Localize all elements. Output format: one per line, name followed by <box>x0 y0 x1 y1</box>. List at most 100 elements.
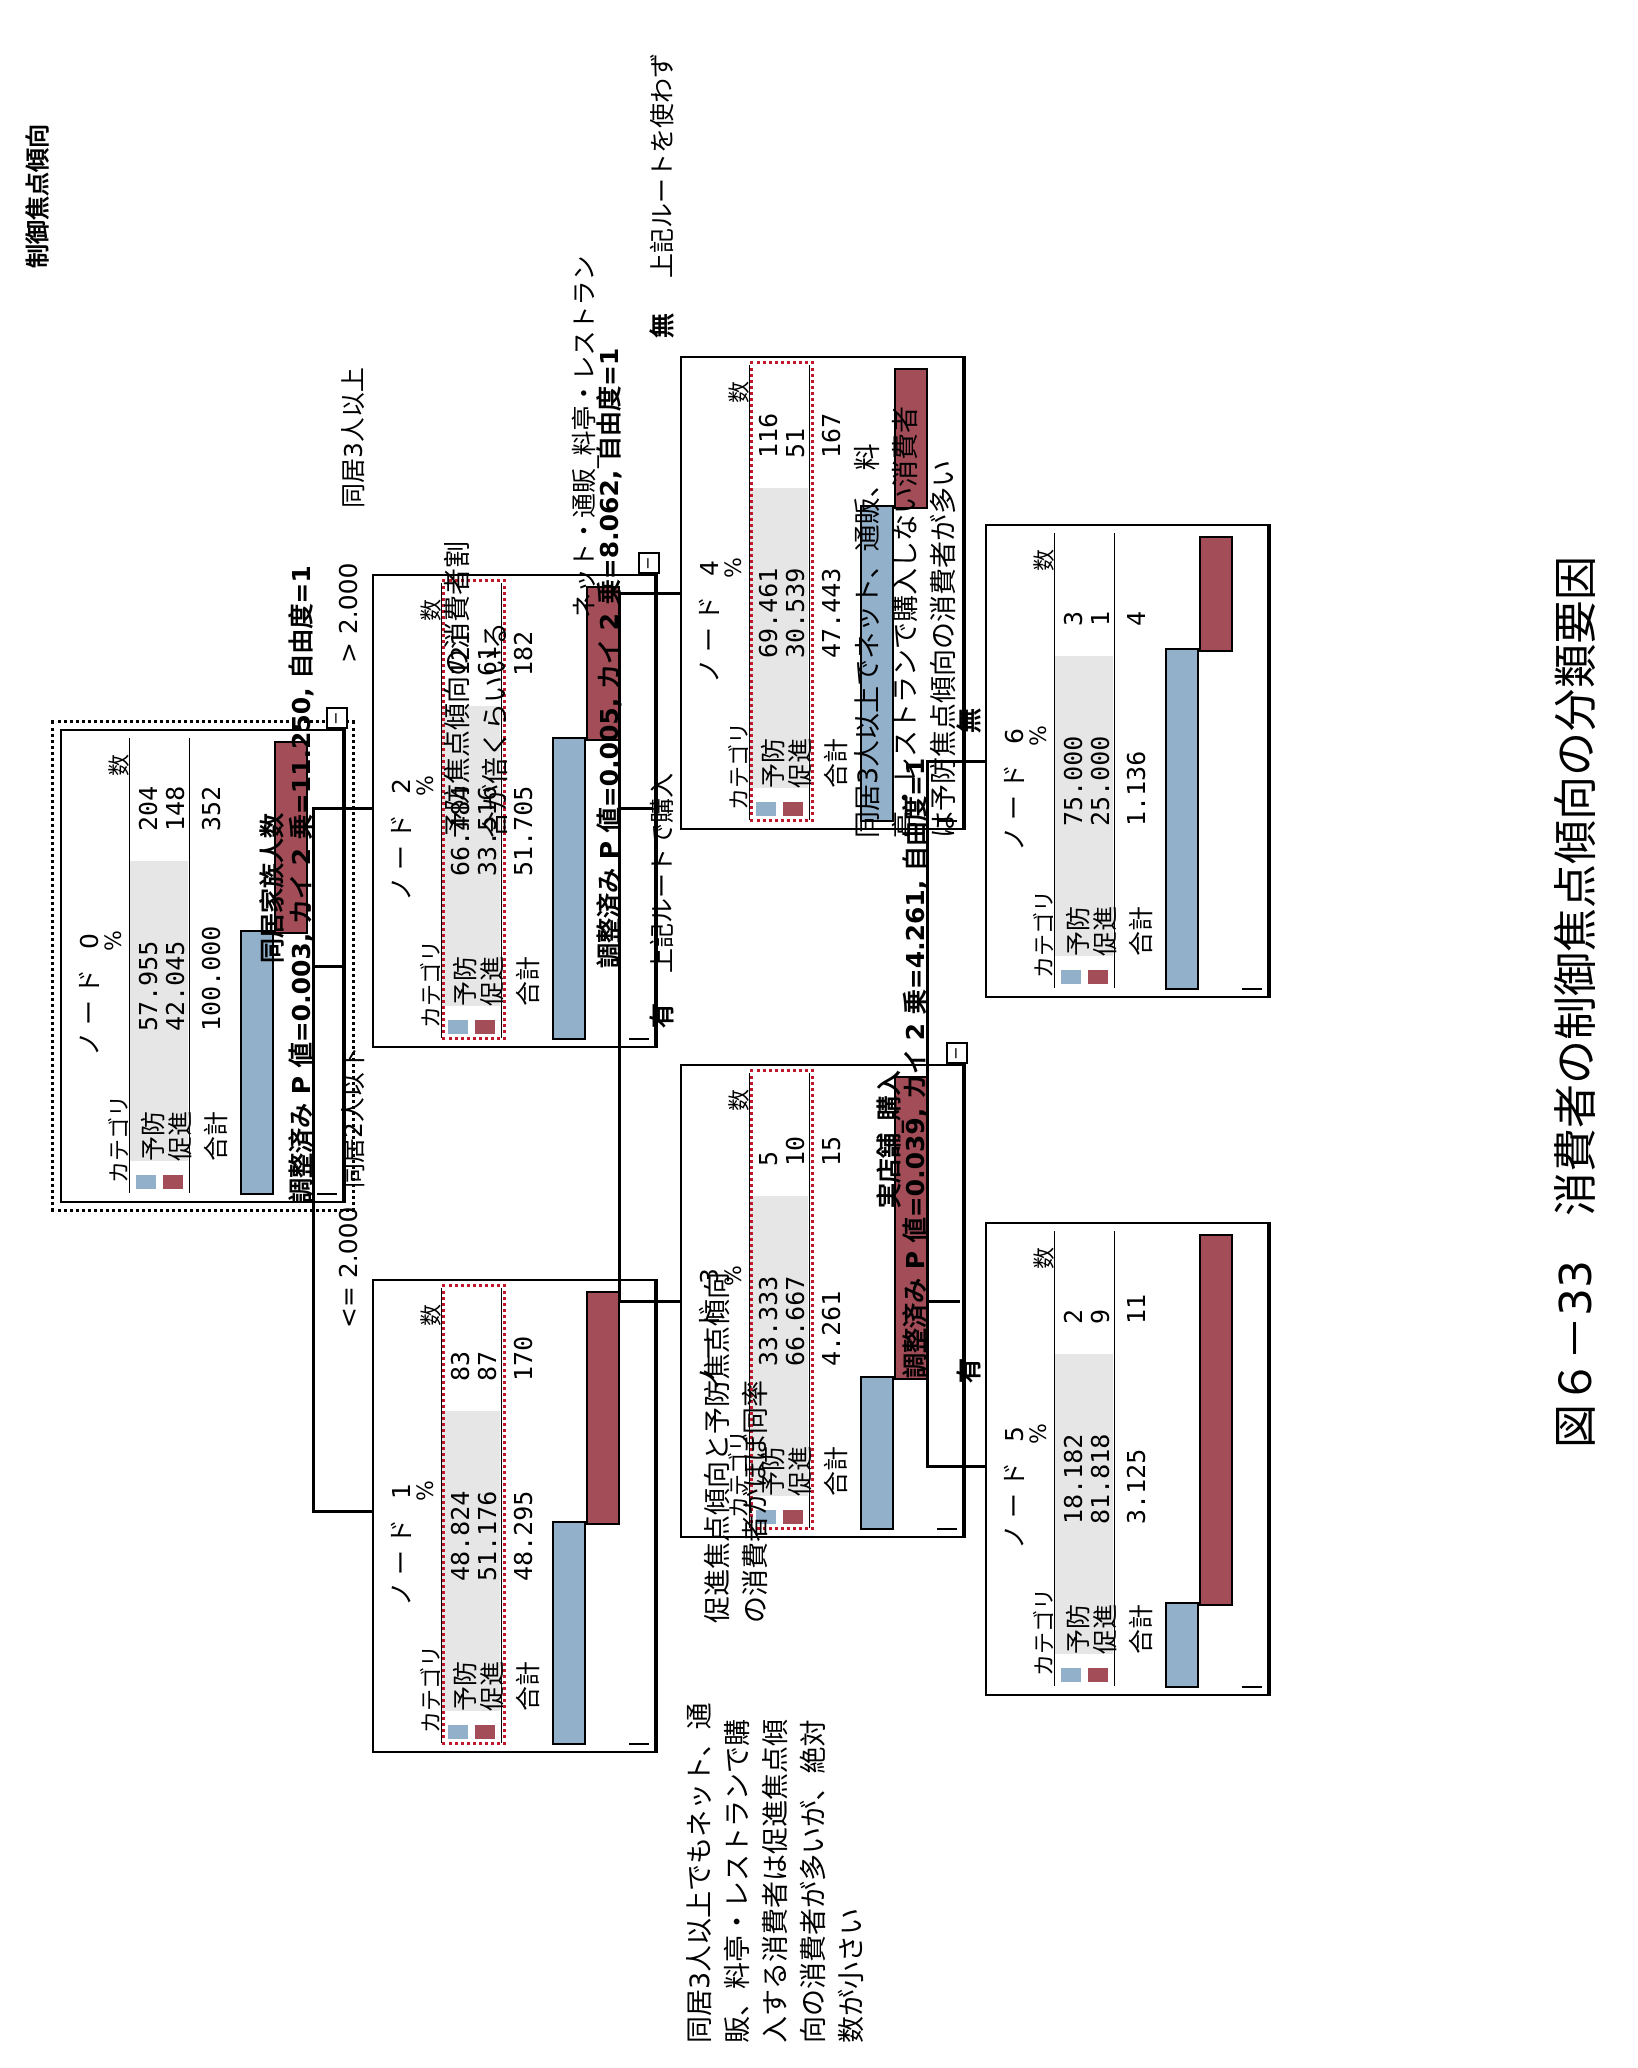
count-value: 204 <box>134 785 163 831</box>
collapse-toggle: − <box>638 552 660 574</box>
promotion-bar <box>586 1291 620 1525</box>
count-value: 1 <box>1086 610 1115 626</box>
prevention-bar <box>860 1376 894 1530</box>
total-pct: 1.136 <box>1122 750 1151 826</box>
annotation-node4: 同居3人以上でネット、通販、料亭・レストランで購入しない消費者は予防焦点傾向の消… <box>850 406 964 838</box>
annotation-node3: 同居3人以上でもネット、通販、料亭・レストランで購入する消費者は促進焦点傾向の消… <box>682 1702 872 2043</box>
total-count: 4 <box>1122 610 1151 626</box>
split-stats: 調整済み P 値=0.003, カイ 2 乗=11.250, 自由度=1 <box>287 565 316 1203</box>
total-count: 167 <box>817 412 846 458</box>
category-swatch <box>1088 1668 1108 1682</box>
axis-line <box>629 1038 649 1040</box>
annotation-node2: 予防焦点傾向の消費者割合が倍くらいいる <box>440 541 516 838</box>
header-pct: % <box>102 930 127 951</box>
split-stats: 調整済み P 値=0.039, カイ 2 乗=4.261, 自由度=1 <box>901 757 930 1378</box>
promotion-bar <box>1199 1234 1233 1606</box>
category-swatch <box>1061 1668 1081 1682</box>
edge-cond: 無 <box>648 312 677 338</box>
node-title: ノード 1 <box>387 1477 416 1606</box>
promotion-bar <box>1199 536 1233 652</box>
pct-value: 75.000 <box>1059 735 1088 826</box>
total-pct: 100.000 <box>197 925 226 1031</box>
annotation-line: 合が倍くらいいる <box>481 622 512 838</box>
total-divider <box>189 738 190 1193</box>
edge-cond: > 2.000 <box>334 562 363 663</box>
annotation-line: の消費者がほぼ同率 <box>741 1380 772 1623</box>
prevention-bar <box>552 1521 586 1745</box>
node-title: ノード 5 <box>1000 1420 1029 1549</box>
prevention-bar <box>1165 1602 1199 1688</box>
edge-cond: 有 <box>648 1002 677 1028</box>
annotation-line: 数が小さい <box>837 1908 868 2043</box>
category-swatch <box>163 1175 183 1189</box>
total-divider <box>1114 1231 1115 1686</box>
figure-caption: 図６－33 消費者の制御焦点傾向の分類要因 <box>1551 556 1602 1448</box>
total-label: 合計 <box>514 1660 543 1711</box>
total-divider <box>1114 533 1115 988</box>
node-title: ノード 0 <box>75 927 104 1056</box>
header-divider <box>129 738 130 1193</box>
connector-line <box>312 1510 372 1513</box>
axis-line <box>1242 1686 1262 1688</box>
annotation-line: 同居3人以上でネット、通販、料 <box>853 443 884 838</box>
connector-line <box>312 807 372 810</box>
connector-line <box>926 1465 985 1468</box>
total-count: 11 <box>1122 1293 1151 1324</box>
total-label: 合計 <box>822 737 851 788</box>
header-pct: % <box>1027 1423 1052 1444</box>
axis-line <box>937 1528 957 1530</box>
total-pct: 48.295 <box>509 1490 538 1581</box>
annotation-line: 入する消費者は促進焦点傾 <box>761 1719 792 2043</box>
total-label: 合計 <box>514 955 543 1006</box>
highlight-rows <box>750 361 814 822</box>
annotation-line: 販、料亭・レストランで購 <box>723 1719 754 2043</box>
node-title: ノード 4 <box>695 554 724 683</box>
count-value: 3 <box>1059 610 1088 626</box>
annotation-line: 促進焦点傾向と予防焦点傾向 <box>703 1272 734 1623</box>
axis-line <box>317 1193 337 1195</box>
edge-cond: 有 <box>955 1357 984 1383</box>
highlight-rows <box>442 1284 506 1745</box>
header-pct: % <box>414 1480 439 1501</box>
total-count: 352 <box>197 785 226 831</box>
collapse-toggle: − <box>946 1042 968 1064</box>
annotation-line: は予防焦点傾向の消費者が多い <box>929 460 960 838</box>
total-label: 合計 <box>1127 905 1156 956</box>
header-divider <box>1054 1231 1055 1686</box>
annotation-node1: 促進焦点傾向と予防焦点傾向の消費者がほぼ同率 <box>700 1272 776 1623</box>
pct-value: 81.818 <box>1086 1433 1115 1524</box>
pct-value: 25.000 <box>1086 735 1115 826</box>
total-pct: 4.261 <box>817 1290 846 1366</box>
total-label: 合計 <box>202 1110 231 1161</box>
edge-note: 上記ルートを使わず <box>648 52 677 278</box>
annotation-line: 同居3人以上でもネット、通 <box>685 1702 716 2043</box>
total-label: 合計 <box>822 1445 851 1496</box>
node-title: ノード 2 <box>387 772 416 901</box>
annotation-line: 予防焦点傾向の消費者割 <box>443 541 474 838</box>
prevention-bar <box>240 930 274 1195</box>
count-value: 2 <box>1059 1308 1088 1324</box>
edge-note: 上記ルートで購入 <box>648 772 677 973</box>
total-count: 170 <box>509 1335 538 1381</box>
header-divider <box>1054 533 1055 988</box>
count-value: 148 <box>161 785 190 831</box>
node-title: ノード 6 <box>1000 722 1029 851</box>
edge-note: 同居2人以下 <box>339 1047 368 1188</box>
category-swatch <box>1088 970 1108 984</box>
connector-line <box>618 592 680 595</box>
total-count: 15 <box>817 1135 846 1166</box>
connector-line <box>618 1300 680 1303</box>
category-label: 促進 <box>1091 905 1120 956</box>
pct-value: 42.045 <box>161 940 190 1031</box>
edge-note: 同居3人以上 <box>339 367 368 508</box>
count-value: 9 <box>1086 1308 1115 1324</box>
root-label: 制御焦点傾向 <box>24 124 52 268</box>
total-pct: 47.443 <box>817 567 846 658</box>
axis-line <box>629 1743 649 1745</box>
header-pct: % <box>414 775 439 796</box>
pct-value: 57.955 <box>134 940 163 1031</box>
header-pct: % <box>1027 725 1052 746</box>
